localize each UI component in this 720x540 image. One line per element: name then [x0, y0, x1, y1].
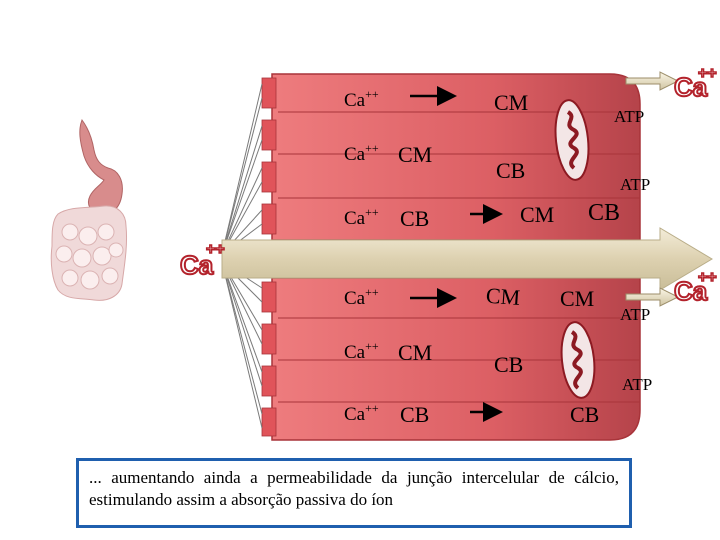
ca-ion-blood-label-bottom: Ca ++: [673, 268, 717, 307]
microvilli-upper: [261, 77, 277, 235]
digestive-organs-illustration: [50, 118, 127, 301]
label-cb-row6b: CB: [570, 402, 599, 427]
label-cb-row6: CB: [400, 402, 429, 427]
label-atp-row4: ATP: [620, 305, 650, 324]
label-cm-row3: CM: [520, 202, 554, 227]
svg-text:Ca: Ca: [674, 276, 708, 306]
svg-text:Ca: Ca: [674, 72, 708, 102]
lumen-influx-lines: [221, 83, 263, 429]
basolateral-pumps: [625, 71, 680, 307]
caption-box: ... aumentando ainda a permeabilidade da…: [76, 458, 632, 528]
label-atp-row1: ATP: [614, 107, 644, 126]
ca-ion-blood-label-top: Ca ++: [673, 64, 717, 103]
label-cm-row4b: CM: [560, 286, 594, 311]
paracellular-junction-arrow: [221, 227, 713, 291]
microvilli-lower: [261, 281, 277, 437]
label-ca-row6: Ca++: [344, 401, 379, 425]
svg-text:Ca: Ca: [180, 250, 214, 280]
intracellular-arrows: [410, 86, 503, 422]
label-ca-row4: Ca++: [344, 285, 379, 309]
label-ca-row3: Ca++: [344, 205, 379, 229]
svg-text:++: ++: [206, 241, 225, 258]
label-ca-row1: Ca++: [344, 87, 379, 111]
label-ca-row5: Ca++: [344, 339, 379, 363]
ca-ion-lumen-label: Ca ++: [179, 240, 225, 281]
label-cm-row5: CM: [398, 340, 432, 365]
svg-text:++: ++: [698, 269, 717, 286]
label-ca-row2: Ca++: [344, 141, 379, 165]
label-atp-row2: ATP: [620, 175, 650, 194]
svg-text:++: ++: [698, 65, 717, 82]
label-cm-row1: CM: [494, 90, 528, 115]
label-cb-row2: CB: [496, 158, 525, 183]
label-cb-row3b: CB: [588, 200, 620, 226]
label-cm-row4: CM: [485, 283, 521, 310]
label-atp-row5: ATP: [622, 375, 652, 394]
caption-text: ... aumentando ainda a permeabilidade da…: [89, 468, 619, 509]
label-cb-row5: CB: [494, 352, 523, 377]
label-cb-row3: CB: [400, 206, 429, 231]
label-cm-row2: CM: [398, 142, 432, 167]
mitochondria: [554, 99, 596, 399]
